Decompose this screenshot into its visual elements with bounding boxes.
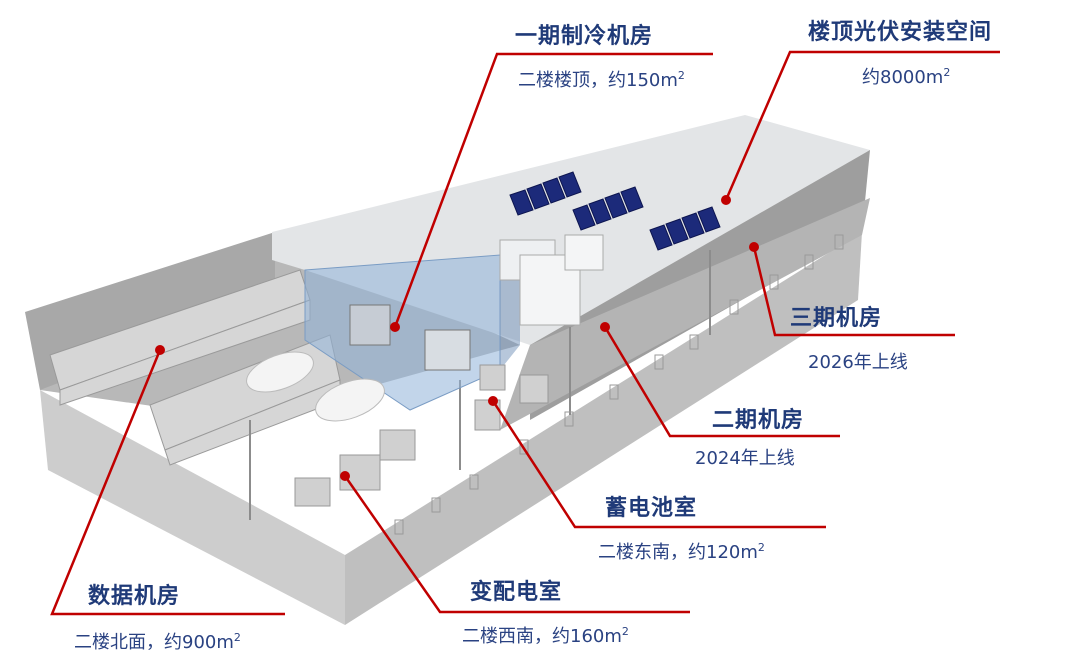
label-text: 二楼楼顶，约150m: [518, 70, 678, 91]
second-floor-interior: [500, 198, 870, 430]
superscript: 2: [233, 631, 241, 644]
label-phase3-sub: 2026年上线: [808, 352, 908, 373]
label-substation-sub: 二楼西南，约160m2: [462, 622, 629, 648]
label-text: 二楼西南，约160m: [462, 626, 622, 647]
label-substation-title: 变配电室: [470, 580, 563, 605]
cooling-tower: [564, 234, 604, 271]
leader-lines: [50, 50, 1000, 616]
partition-walls: [249, 250, 711, 520]
label-phase3-title: 三期机房: [790, 306, 883, 331]
leader-battery: [491, 400, 826, 529]
label-phase1-cooling-sub: 二楼楼顶，约150m2: [518, 66, 685, 92]
chiller-unit: [424, 329, 471, 371]
solar-panels: [509, 171, 721, 251]
label-data-hall-sub: 二楼北面，约900m2: [74, 628, 241, 654]
leader-phase2: [603, 326, 840, 438]
label-phase1-cooling-title: 一期制冷机房: [515, 24, 654, 49]
building-left-end-face: [40, 390, 345, 625]
label-rooftop-pv-sub: 约8000m2: [862, 63, 950, 89]
storage-tank: [315, 378, 385, 422]
label-rooftop-pv-title: 楼顶光伏安装空间: [808, 20, 993, 45]
label-text: 约8000m: [862, 67, 944, 88]
chiller-unit: [349, 304, 391, 346]
superscript: 2: [677, 69, 685, 82]
cooling-room-side: [500, 255, 520, 370]
superscript: 2: [757, 541, 765, 554]
label-text: 二楼东南，约120m: [598, 542, 758, 563]
label-phase2-sub: 2024年上线: [695, 448, 795, 469]
electrical-cabinets: [294, 364, 549, 507]
leader-rooftop-pv: [724, 50, 1000, 201]
label-battery-sub: 二楼东南，约120m2: [598, 538, 765, 564]
cooling-room-glass: [304, 254, 501, 411]
leader-phase1-cooling: [393, 52, 713, 328]
label-battery-title: 蓄电池室: [605, 496, 698, 521]
label-phase2-title: 二期机房: [712, 408, 805, 433]
leader-substation: [343, 475, 690, 614]
label-data-hall-title: 数据机房: [88, 584, 181, 609]
leader-phase3: [752, 246, 955, 337]
windows: [394, 234, 844, 535]
superscript: 2: [621, 625, 629, 638]
building-front-face: [345, 232, 862, 625]
storage-tank: [246, 351, 314, 393]
leader-data-hall: [50, 349, 285, 616]
superscript: 2: [943, 66, 951, 79]
leader-dots: [155, 195, 759, 481]
label-text: 二楼北面，约900m: [74, 632, 234, 653]
